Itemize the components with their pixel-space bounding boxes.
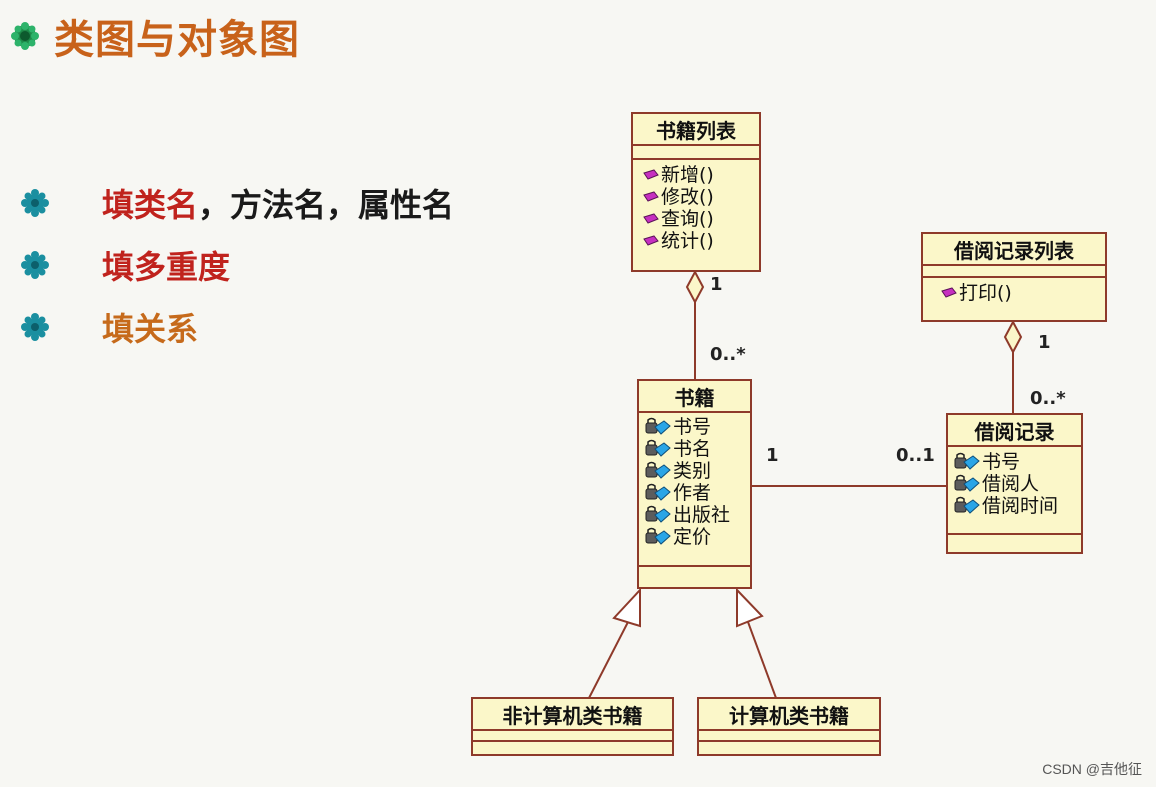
- class-attributes: 书号 书名 类别 作者 出版社 定价: [639, 413, 750, 567]
- class-attributes: [923, 266, 1105, 278]
- operation-icon: [941, 287, 957, 298]
- class-book-list[interactable]: 书籍列表 新增() 修改() 查询() 统计(): [631, 112, 761, 272]
- multiplicity-label: 0..1: [896, 445, 935, 466]
- class-attributes: 书号 借阅人 借阅时间: [948, 447, 1081, 535]
- operation-icon: [643, 235, 659, 246]
- class-attributes: [473, 731, 672, 742]
- attribute-item: 作者: [645, 482, 750, 504]
- class-operations: [948, 535, 1081, 543]
- class-operations: 打印(): [923, 278, 1105, 308]
- attribute-item: 定价: [645, 526, 750, 548]
- watermark: CSDN @吉他征: [1042, 761, 1142, 777]
- multiplicity-label: 1: [1038, 332, 1051, 353]
- class-operations: [639, 567, 750, 575]
- private-attribute-icon: [645, 527, 671, 545]
- operation-item: 打印(): [941, 282, 1105, 304]
- class-operations: 新增() 修改() 查询() 统计(): [633, 160, 759, 256]
- class-operations: [473, 742, 672, 750]
- private-attribute-icon: [645, 461, 671, 479]
- attribute-item: 出版社: [645, 504, 750, 526]
- operation-item: 统计(): [643, 230, 759, 252]
- bullet-item: 填多重度: [20, 234, 454, 296]
- class-non-computer-book[interactable]: 非计算机类书籍: [471, 697, 674, 756]
- class-borrow-list[interactable]: 借阅记录列表 打印(): [921, 232, 1107, 322]
- class-name: 书籍列表: [633, 114, 759, 146]
- class-name: 非计算机类书籍: [473, 699, 672, 731]
- class-borrow-record[interactable]: 借阅记录 书号 借阅人 借阅时间: [946, 413, 1083, 554]
- generalization-triangle-icon: [612, 587, 641, 628]
- bullet-text-emphasis: 填关系: [102, 310, 199, 348]
- operation-icon: [643, 191, 659, 202]
- teal-star-bullet-icon: [21, 189, 49, 217]
- aggregation-diamond-icon: [1003, 319, 1023, 355]
- bullet-item: 填类名，方法名，属性名: [20, 172, 454, 234]
- attribute-item: 书号: [645, 416, 750, 438]
- class-book[interactable]: 书籍 书号 书名 类别 作者 出版社 定价: [637, 379, 752, 589]
- slide-title: 类图与对象图: [54, 16, 300, 63]
- bullet-text: 填多重度: [102, 242, 230, 288]
- generalization-triangle-icon: [736, 587, 764, 628]
- class-attributes: [699, 731, 879, 742]
- class-name: 书籍: [639, 381, 750, 413]
- bullet-text-rest: ，方法名，属性名: [198, 186, 455, 224]
- aggregation-diamond-icon: [685, 269, 705, 305]
- bullet-text-emphasis: 填类名: [102, 186, 199, 224]
- bullet-text: 填类名，方法名，属性名: [102, 180, 454, 226]
- private-attribute-icon: [954, 474, 980, 492]
- attribute-item: 借阅人: [954, 473, 1081, 495]
- private-attribute-icon: [645, 505, 671, 523]
- teal-star-bullet-icon: [21, 251, 49, 279]
- generalization-line-computer: [747, 621, 777, 699]
- class-name: 计算机类书籍: [699, 699, 879, 731]
- title-bullet-icon: [11, 22, 39, 50]
- bullet-text: 填关系: [102, 304, 198, 350]
- slide-title-row: 类图与对象图: [10, 10, 300, 63]
- multiplicity-label: 1: [710, 274, 723, 295]
- multiplicity-label: 0..*: [1030, 388, 1066, 409]
- private-attribute-icon: [645, 439, 671, 457]
- operation-item: 修改(): [643, 186, 759, 208]
- attribute-item: 借阅时间: [954, 495, 1081, 517]
- operation-icon: [643, 213, 659, 224]
- class-name: 借阅记录列表: [923, 234, 1105, 266]
- attribute-item: 书号: [954, 451, 1081, 473]
- bullet-text-emphasis: 填多重度: [102, 248, 231, 286]
- class-attributes: [633, 146, 759, 160]
- operation-icon: [643, 169, 659, 180]
- class-computer-book[interactable]: 计算机类书籍: [697, 697, 881, 756]
- multiplicity-label: 1: [766, 445, 779, 466]
- teal-star-bullet-icon: [21, 313, 49, 341]
- operation-item: 新增(): [643, 164, 759, 186]
- generalization-line-non-computer: [588, 621, 629, 699]
- operation-item: 查询(): [643, 208, 759, 230]
- private-attribute-icon: [954, 496, 980, 514]
- private-attribute-icon: [645, 417, 671, 435]
- bullet-item: 填关系: [20, 296, 454, 358]
- multiplicity-label: 0..*: [710, 344, 746, 365]
- class-name: 借阅记录: [948, 415, 1081, 447]
- attribute-item: 类别: [645, 460, 750, 482]
- bullet-list: 填类名，方法名，属性名 填多重度: [20, 172, 454, 358]
- private-attribute-icon: [645, 483, 671, 501]
- class-operations: [699, 742, 879, 750]
- private-attribute-icon: [954, 452, 980, 470]
- attribute-item: 书名: [645, 438, 750, 460]
